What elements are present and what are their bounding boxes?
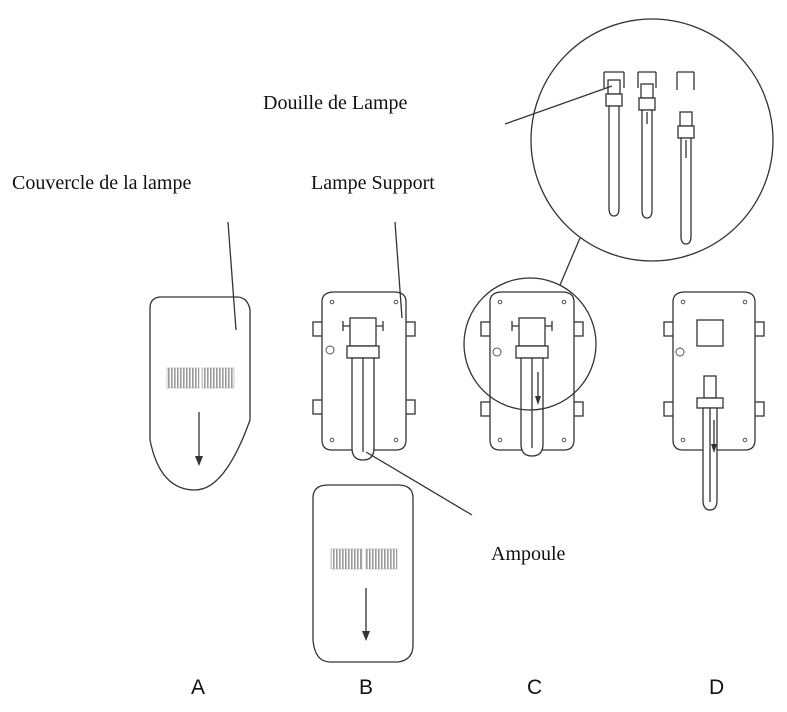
lamp-holder-leader [394, 221, 403, 319]
lamp-cover-label: Couvercle de la lampe [12, 172, 192, 194]
lamp-holder-c [463, 277, 597, 457]
step-label-b: B [359, 676, 374, 699]
lamp-socket-label: Douille de Lampe [263, 92, 408, 114]
bulb-leader [365, 451, 473, 516]
lamp-holder-d [663, 291, 765, 511]
step-label-c: C [527, 676, 543, 699]
socket-zoom-detail [530, 18, 774, 262]
lamp-cover-b [312, 484, 414, 663]
lamp-cover-leader [227, 221, 237, 331]
bulb-label: Ampoule [491, 543, 566, 565]
step-label-a: A [191, 676, 206, 699]
lamp-holder-b [312, 291, 416, 461]
lamp-cover-a [149, 296, 251, 491]
lamp-holder-label: Lampe Support [311, 172, 435, 194]
step-label-d: D [709, 676, 725, 699]
lamp-socket-leader [504, 85, 613, 125]
zoom-connector [559, 237, 581, 286]
